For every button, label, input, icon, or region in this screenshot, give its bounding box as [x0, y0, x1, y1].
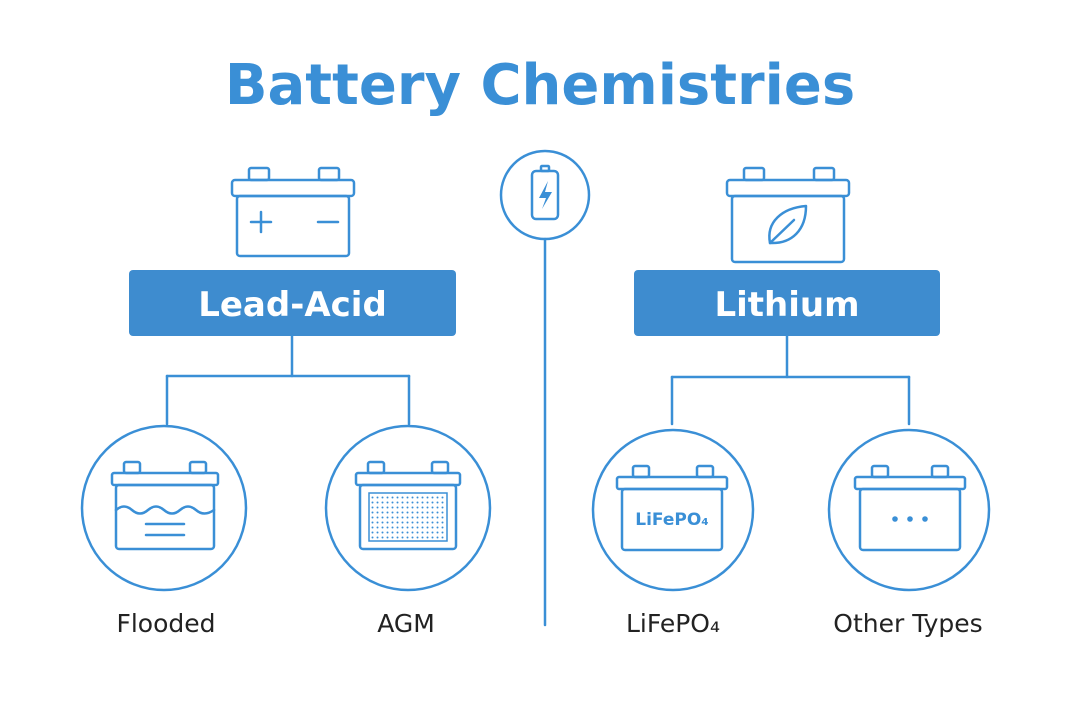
- other-battery-icon: [853, 464, 967, 552]
- battery-bolt-icon: [530, 164, 560, 221]
- connector-lead-acid: [165, 334, 411, 426]
- leaf-node-lifepo4: [591, 428, 755, 592]
- category-label-lead-acid: Lead-Acid: [198, 285, 387, 325]
- lithium-leaf-battery-icon: [725, 166, 851, 264]
- leaf-label-agm: AGM: [377, 609, 435, 638]
- connector-lithium: [670, 334, 911, 426]
- category-header-lithium: Lithium: [634, 270, 940, 336]
- leaf-node-agm: [324, 424, 492, 592]
- diagram-title: Battery Chemistries: [225, 53, 855, 118]
- leaf-node-flooded: [80, 424, 248, 592]
- category-label-lithium: Lithium: [714, 285, 859, 325]
- agm-battery-icon: [354, 460, 462, 551]
- leaf-label-flooded: Flooded: [116, 609, 215, 638]
- lead-acid-battery-icon: [230, 166, 356, 258]
- leaf-label-lifepo4: LiFePO₄: [626, 609, 720, 638]
- flooded-battery-icon: [110, 460, 220, 551]
- leaf-node-other-types: [827, 428, 991, 592]
- category-header-lead-acid: Lead-Acid: [129, 270, 456, 336]
- leaf-label-other-types: Other Types: [833, 609, 982, 638]
- lifepo4-battery-badge: LiFePO₄: [635, 510, 708, 530]
- center-divider: [499, 149, 591, 627]
- lifepo4-battery-icon: LiFePO₄: [615, 464, 729, 552]
